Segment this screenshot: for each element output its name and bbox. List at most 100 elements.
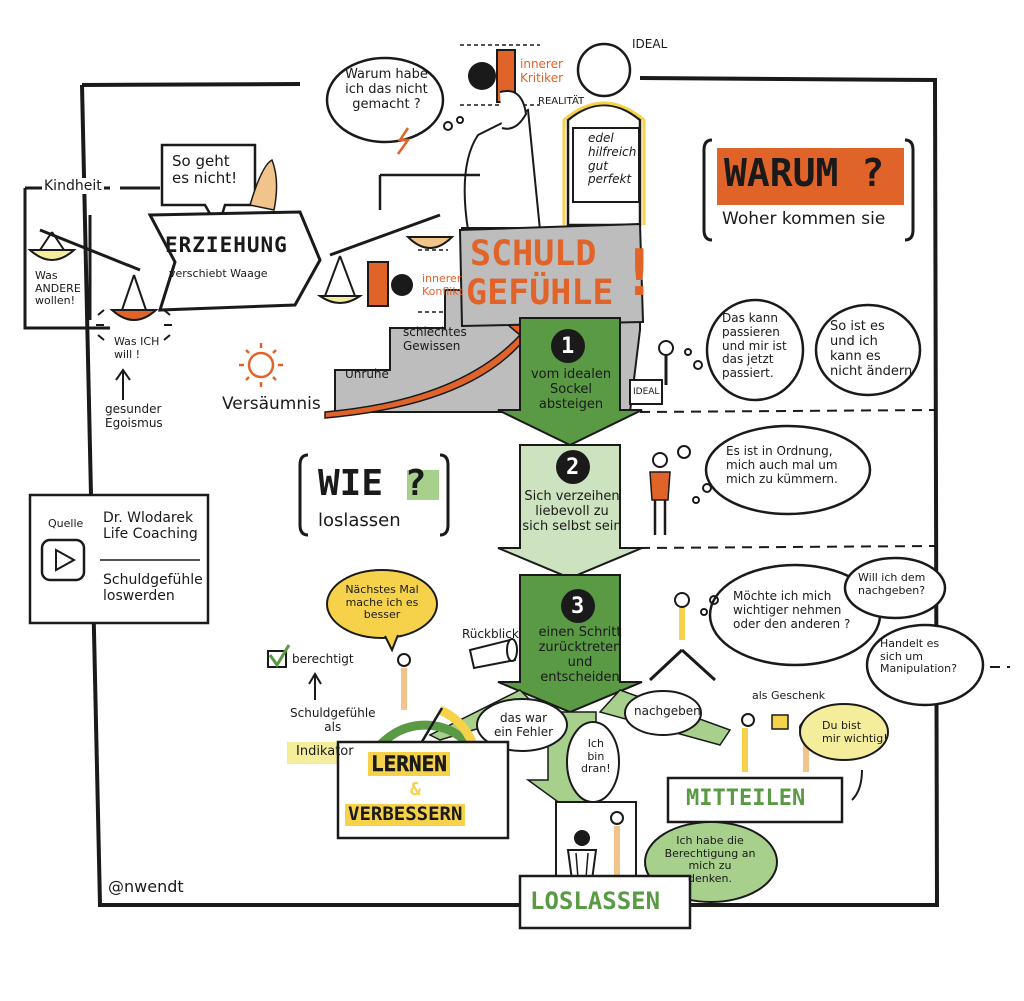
learn-label: LERNEN xyxy=(368,752,450,776)
step1-arrow xyxy=(497,317,643,447)
indicator-pre: Schuldgefühle als xyxy=(290,706,376,734)
upbringing-speech: So geht es nicht! xyxy=(172,152,238,188)
gift-speech: Du bist mir wichtig! xyxy=(822,719,888,745)
thought-dot xyxy=(456,116,464,124)
letting-go-person xyxy=(610,811,624,878)
separator-1 xyxy=(639,409,936,413)
title-line1: SCHULD xyxy=(470,234,597,274)
step3-arrow xyxy=(497,574,643,714)
feedback-arrow xyxy=(851,769,863,801)
give-in-text: nachgeben xyxy=(634,704,701,718)
thought-dot xyxy=(700,608,708,616)
inner-scale-icon xyxy=(316,175,455,313)
review-label: Rückblick xyxy=(462,627,519,641)
entitled-text: Ich habe die Berechtigung an mich zu den… xyxy=(664,834,756,885)
why-subtitle: Woher kommen sie xyxy=(722,209,886,229)
how-title: WIE ? xyxy=(318,463,427,504)
why-title: WARUM ? xyxy=(724,151,885,195)
ideal-sign: IDEAL xyxy=(633,387,660,397)
others-want-label: Was ANDERE wollen! xyxy=(35,269,81,308)
upbringing-banner-shape xyxy=(147,210,322,312)
indicator-label: Indikator xyxy=(296,744,354,759)
let-go-label: LOSLASSEN xyxy=(530,887,661,915)
unrest-label: Unruhe xyxy=(345,367,389,381)
childhood-label: Kindheit xyxy=(42,178,104,195)
communicate-label: MITTEILEN xyxy=(686,786,806,811)
step1-text: vom idealen Sockel absteigen xyxy=(530,367,612,412)
step2-arrow xyxy=(497,444,643,580)
mistake-text: das war ein Fehler xyxy=(494,711,554,739)
childhood-scale-icon xyxy=(27,215,159,321)
next-time-text: Nächstes Mal mache ich es besser xyxy=(345,583,419,622)
lightning-icon xyxy=(396,127,411,155)
gauge-needle xyxy=(418,707,444,746)
how-brackets xyxy=(298,453,450,537)
learning-person xyxy=(397,653,411,710)
cloud2-text: So ist es und ich kann es nicht ändern xyxy=(830,319,913,379)
frame-border xyxy=(80,76,940,907)
step3-text: einen Schritt zurücktreten und entscheid… xyxy=(538,625,622,685)
thought-dot xyxy=(709,595,719,605)
play-icon xyxy=(55,548,77,572)
why-brackets xyxy=(702,138,915,242)
step2-number-circle xyxy=(556,450,590,484)
thought-text: Warum habe ich das nicht gemacht ? xyxy=(345,67,428,112)
cloud5-shape xyxy=(843,556,947,620)
telescope-icon xyxy=(468,638,518,670)
thought-dot xyxy=(443,121,453,131)
ideal-self-silhouette xyxy=(562,42,646,227)
step3-number: 3 xyxy=(571,594,585,619)
next-time-bubble xyxy=(326,569,438,639)
my-turn-text: Ich bin dran! xyxy=(581,737,611,776)
improve-label: VERBESSERN xyxy=(345,803,466,826)
upbringing-banner-title: ERZIEHUNG xyxy=(165,233,288,257)
gift-speech-shape xyxy=(798,703,890,761)
signature: @nwendt xyxy=(108,877,184,896)
cloud4-text: Möchte ich mich wichtiger nehmen oder de… xyxy=(733,589,851,631)
reality-label: REALITÄT xyxy=(538,96,585,107)
thought-dot xyxy=(693,360,703,370)
thought-dot xyxy=(702,483,712,493)
let-go-box xyxy=(518,874,692,930)
person-with-flower xyxy=(649,445,691,535)
cloud3-text: Es ist in Ordnung, mich auch mal um mich… xyxy=(726,444,838,486)
pointing-hand-icon xyxy=(249,158,278,211)
omission-sun-icon xyxy=(239,343,283,387)
cloud5-text: Will ich dem nachgeben? xyxy=(858,571,926,597)
title-line2: GEFÜHLE xyxy=(466,273,614,313)
ideal-label: IDEAL xyxy=(632,37,668,51)
person-at-crossroad xyxy=(648,592,717,682)
amp-label: & xyxy=(410,779,421,800)
give-in-bubble xyxy=(624,690,702,736)
video-icon xyxy=(40,538,86,582)
let-go-panel xyxy=(555,801,637,885)
inner-conflict-label: innerer Konflikt xyxy=(422,272,464,298)
how-highlight xyxy=(407,470,439,500)
step1-number-circle xyxy=(551,329,585,363)
thought-dot xyxy=(692,496,700,504)
how-subtitle: loslassen xyxy=(318,510,401,531)
cloud6-text: Handelt es sich um Manipulation? xyxy=(880,637,957,676)
justified-label: berechtigt xyxy=(292,652,354,666)
indicator-gauge xyxy=(371,720,479,755)
gift-label: als Geschenk xyxy=(752,689,826,702)
cloud1-text: Das kann passieren und mir ist das jetzt… xyxy=(722,311,787,381)
thought-dot xyxy=(684,348,692,356)
i-want-label: Was ICH will ! xyxy=(114,335,160,361)
inner-critic-label: innerer Kritiker xyxy=(520,57,564,85)
step2-number: 2 xyxy=(566,455,580,480)
ideal-traits: edel hilfreich gut perfekt xyxy=(588,131,637,187)
trash-bin-icon xyxy=(566,830,598,881)
bad-conscience-label: schlechtes Gewissen xyxy=(403,325,467,353)
step2-text: Sich verzeihen liebevoll zu sich selbst … xyxy=(522,489,622,534)
thought-cloud-shape xyxy=(325,56,445,144)
title-panel xyxy=(458,222,645,328)
step3-number-circle xyxy=(561,589,595,623)
source-video: Schuldgefühle loswerden xyxy=(103,572,203,605)
justified-arrow xyxy=(308,672,322,700)
upbringing-banner-sub: verschiebt Waage xyxy=(169,267,268,280)
communicate-box xyxy=(666,776,844,824)
why-highlight xyxy=(717,148,904,205)
